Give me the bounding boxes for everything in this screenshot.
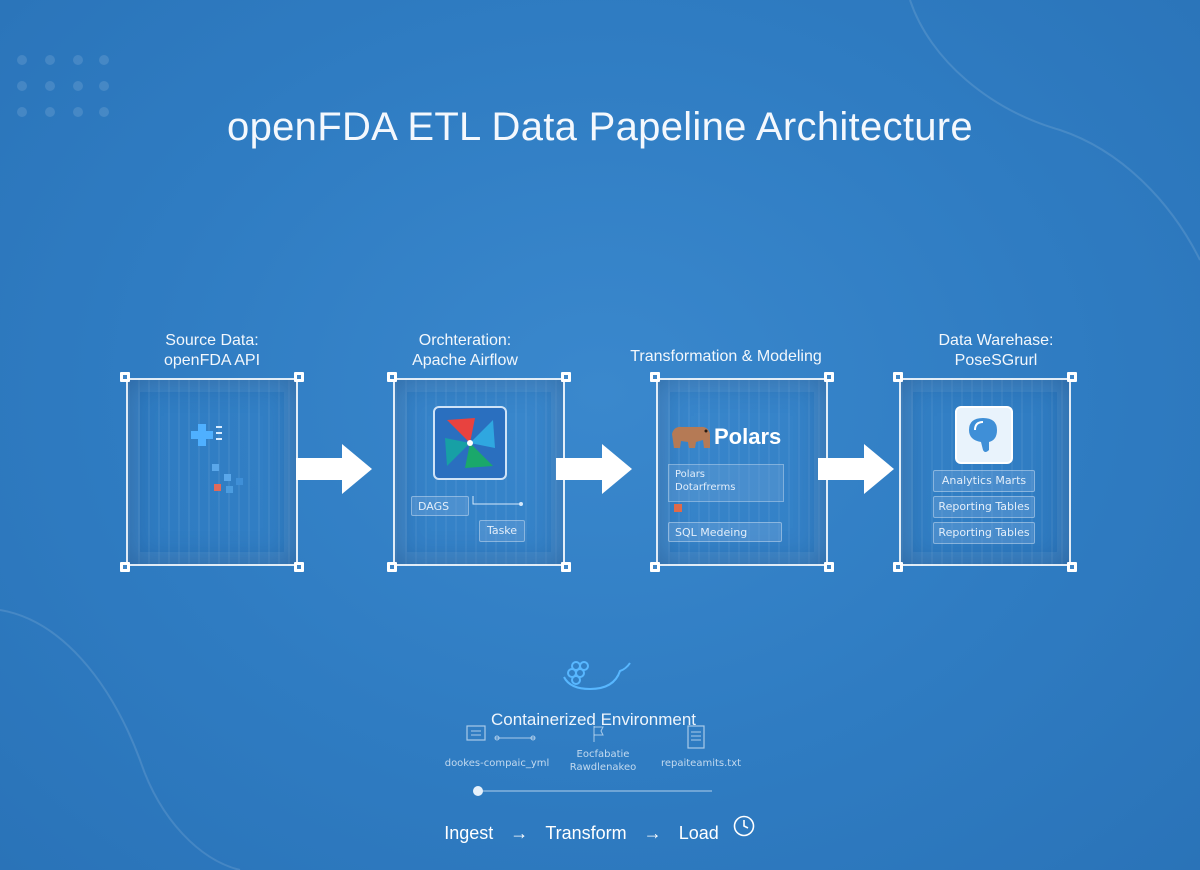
stage-label-transformation: Transformation & Modeling bbox=[630, 348, 822, 365]
flow-step-transform: Transform bbox=[545, 822, 627, 843]
stage-box-warehouse: Analytics Marts Reporting Tables Reporti… bbox=[893, 372, 1077, 572]
postgresql-elephant-icon bbox=[955, 406, 1013, 464]
reporting-tables-chip: Reporting Tables bbox=[933, 522, 1035, 544]
curve-decoration bbox=[0, 609, 241, 870]
docker-whale-icon bbox=[563, 661, 631, 691]
footer-heading: Containerized Environment bbox=[490, 710, 697, 729]
connector-line bbox=[472, 496, 523, 506]
flow-step-ingest: Ingest bbox=[444, 822, 494, 843]
stage-label-orchestration: Orchteration:Apache Airflow bbox=[412, 332, 518, 369]
flow-arrow bbox=[556, 444, 632, 494]
reporting-tables-chip: Reporting Tables bbox=[933, 496, 1035, 518]
polars-brand: Polars bbox=[714, 424, 782, 449]
polars-bear-icon bbox=[672, 426, 710, 448]
api-data-icon bbox=[191, 424, 243, 493]
stage-box-transformation: Polars Polars Dotarfrerms SQL Medeing bbox=[650, 372, 834, 572]
status-square bbox=[674, 504, 682, 512]
dags-chip: DAGS bbox=[411, 496, 469, 516]
stage-label-source: Source Data:openFDA API bbox=[163, 332, 261, 369]
airflow-pinwheel-icon bbox=[433, 406, 507, 480]
compose-file-icon bbox=[466, 725, 536, 741]
dot-grid-decoration bbox=[17, 55, 109, 117]
polars-dataframes-panel: Polars Dotarfrerms bbox=[668, 464, 784, 502]
sql-modeling-chip: SQL Medeing bbox=[668, 522, 782, 542]
flow-arrow-text: → bbox=[643, 822, 662, 843]
flow-arrow bbox=[818, 444, 894, 494]
clock-icon bbox=[733, 815, 755, 837]
flow-arrow-text: → bbox=[510, 822, 529, 843]
flag-icon bbox=[593, 726, 604, 742]
stage-box-orchestration: DAGS Taske bbox=[387, 372, 571, 572]
curve-decoration bbox=[909, 0, 1200, 261]
etl-flow-line: Ingest → Transform → Load bbox=[0, 814, 1200, 844]
panel-line-1: Polars bbox=[675, 469, 706, 480]
compose-file-label: dookes-compaic_yml bbox=[444, 758, 550, 769]
progress-track bbox=[473, 786, 712, 796]
env-file-label: Eocfabatie Rawdlenakeo bbox=[569, 749, 637, 773]
stage-label-warehouse: Data Warehase:PoseSGrurl bbox=[938, 332, 1054, 369]
tasks-chip: Taske bbox=[479, 520, 525, 542]
document-icon bbox=[687, 725, 705, 749]
diagram-title: openFDA ETL Data Papeline Architecture bbox=[227, 105, 973, 149]
requirements-file-label: repaiteamits.txt bbox=[660, 758, 742, 769]
flow-step-load: Load bbox=[678, 822, 719, 843]
stage-box-source bbox=[120, 372, 304, 572]
analytics-marts-chip: Analytics Marts bbox=[933, 470, 1035, 492]
panel-line-2: Dotarfrerms bbox=[675, 482, 736, 493]
flow-arrow bbox=[296, 444, 372, 494]
